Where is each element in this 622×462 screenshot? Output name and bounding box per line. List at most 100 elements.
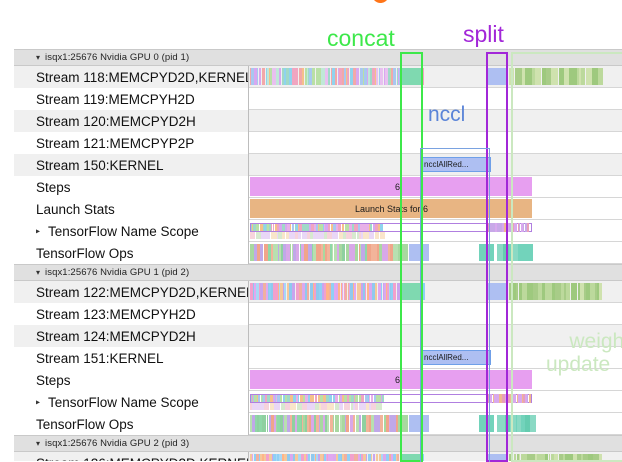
event-block-split[interactable] [487,454,507,461]
namescope-stripes-weight[interactable] [486,394,531,403]
event-block-concat[interactable] [401,283,422,300]
nccl-allreduce-block[interactable]: ncclAllRed... [420,350,491,365]
track-row[interactable]: Stream 120:MEMCPYD2H [14,110,622,132]
chevron-down-icon[interactable]: ▾ [36,438,41,448]
track-body[interactable] [248,303,622,325]
track-body[interactable] [248,325,622,347]
track-label: TensorFlow Ops [14,413,248,435]
track-row[interactable]: Stream 122:MEMCPYD2D,KERNEL,MI [14,281,622,303]
steps-bar[interactable]: 6 [250,177,532,196]
track-label-text: Steps [36,372,71,388]
chevron-down-icon[interactable]: ▾ [36,52,41,62]
ops-stripes-weight-update[interactable] [497,244,533,261]
namescope-stripes-bottom[interactable] [250,403,383,410]
namescope-stripes-weight[interactable] [486,223,530,232]
steps-bar-label: 6 [395,374,401,385]
track-label: ▸TensorFlow Name Scope [14,391,248,413]
event-block-concat[interactable] [401,454,422,461]
track-body[interactable] [248,110,622,132]
group-header-gpu-0[interactable]: ▾isqx1:25676 Nvidia GPU 0 (pid 1) [14,49,622,66]
track-row[interactable]: Launch Stats Launch Stats for 6 [14,198,622,220]
steps-bar[interactable]: 6 [250,370,532,389]
track-body[interactable]: ncclAllRed... [248,347,622,369]
ops-block-concat[interactable] [398,415,408,432]
track-separator [249,153,622,154]
track-row[interactable]: Steps 6 [14,369,622,391]
nccl-allreduce-block[interactable]: ncclAllRed... [420,157,491,172]
track-row[interactable]: Stream 124:MEMCPYD2H [14,325,622,347]
track-separator [249,109,622,110]
track-row[interactable]: TensorFlow Ops [14,242,622,264]
ops-stripes[interactable] [250,244,398,261]
track-separator [249,241,622,242]
namescope-stripes-top[interactable] [250,223,383,232]
namescope-span-line[interactable] [250,394,532,403]
track-separator [249,324,622,325]
track-row[interactable]: Stream 119:MEMCPYH2D [14,88,622,110]
track-row[interactable]: Stream 123:MEMCPYH2D [14,303,622,325]
track-label: Stream 126:MEMCPYD2D,KERNEL,MI [14,452,248,462]
track-label-text: Stream 120:MEMCPYD2H [36,113,196,129]
chevron-down-icon[interactable]: ▾ [36,267,41,277]
group-header-gpu-2[interactable]: ▾ isqx1:25676 Nvidia GPU 2 (pid 3) [14,435,622,452]
track-body[interactable] [248,391,622,413]
group-header-label: isqx1:25676 Nvidia GPU 2 (pid 3) [45,438,190,449]
track-body[interactable]: 6 [248,369,622,391]
track-row[interactable]: TensorFlow Ops [14,413,622,435]
trace-timeline-panel[interactable]: ▾isqx1:25676 Nvidia GPU 0 (pid 1)Stream … [14,49,622,461]
track-body[interactable] [248,132,622,154]
track-row[interactable]: Stream 118:MEMCPYD2D,KERNEL,ME [14,66,622,88]
track-separator [249,175,622,176]
track-row[interactable]: ▸TensorFlow Name Scope [14,220,622,242]
track-label-text: TensorFlow Ops [36,416,134,432]
namescope-stripes-top[interactable] [250,394,384,403]
ops-block-concat[interactable] [398,244,408,261]
event-block-split[interactable] [487,68,507,85]
track-body[interactable] [248,66,622,88]
ops-block-split[interactable] [409,244,429,261]
launch-stats-bar-label: Launch Stats for 6 [355,203,429,214]
event-stripes-weight-update[interactable] [509,283,602,300]
namescope-span-line[interactable] [250,223,532,232]
event-stripes[interactable] [250,283,425,300]
event-block-concat[interactable] [401,68,422,85]
ops-block-teal-1[interactable] [479,415,494,432]
event-stripes-weight-update[interactable] [509,454,602,461]
track-label: Stream 123:MEMCPYH2D [14,303,248,325]
ops-block-split[interactable] [409,415,429,432]
event-stripes-weight-update[interactable] [509,68,603,85]
track-body[interactable] [248,281,622,303]
group-header-gpu-1[interactable]: ▾isqx1:25676 Nvidia GPU 1 (pid 2) [14,264,622,281]
track-body[interactable] [248,413,622,435]
track-body[interactable] [248,452,622,461]
track-label-text: Stream 150:KERNEL [36,157,164,173]
track-body[interactable]: ncclAllRed... [248,154,622,176]
track-body[interactable]: Launch Stats for 6 [248,198,622,220]
launch-stats-bar[interactable]: Launch Stats for 6 [250,199,532,218]
track-label: Launch Stats [14,198,248,220]
ops-stripes-weight-update[interactable] [497,415,536,432]
track-separator [249,368,622,369]
track-body[interactable] [248,242,622,264]
chevron-right-icon[interactable]: ▸ [36,226,41,236]
track-body[interactable] [248,220,622,242]
track-row[interactable]: Stream 121:MEMCPYP2P [14,132,622,154]
ops-stripes[interactable] [250,415,399,432]
event-block-split[interactable] [487,283,507,300]
chevron-right-icon[interactable]: ▸ [36,397,41,407]
track-label-text: Stream 119:MEMCPYH2D [36,91,195,107]
track-row[interactable]: ▸TensorFlow Name Scope [14,391,622,413]
track-body[interactable] [248,88,622,110]
annotation-label-concat: concat [327,25,395,51]
track-label-text: Stream 126:MEMCPYD2D,KERNEL,MI [36,456,248,462]
track-row[interactable]: Stream 150:KERNEL ncclAllRed... [14,154,622,176]
event-stripes[interactable] [250,68,424,85]
track-label: Stream 150:KERNEL [14,154,248,176]
event-stripes[interactable] [250,454,424,461]
track-row[interactable]: Stream 126:MEMCPYD2D,KERNEL,MI [14,452,622,461]
ops-block-teal-1[interactable] [479,244,494,261]
track-body[interactable]: 6 [248,176,622,198]
namescope-stripes-bottom[interactable] [250,232,385,239]
